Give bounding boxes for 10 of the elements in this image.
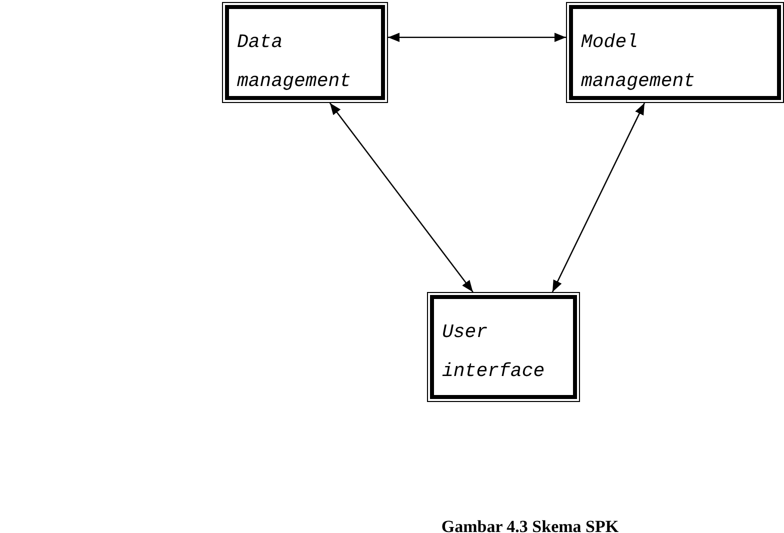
- node-label: Model management: [581, 30, 696, 94]
- double-arrow: [329, 102, 474, 292]
- double-arrow: [388, 32, 566, 42]
- node-label: Data management: [237, 30, 352, 94]
- process-box: [566, 2, 784, 103]
- figure-caption: Gambar 4.3 Skema SPK: [440, 517, 620, 533]
- node-label: User interface: [442, 320, 545, 384]
- double-arrow: [552, 102, 646, 292]
- process-box: [222, 2, 388, 103]
- process-box: [427, 292, 580, 402]
